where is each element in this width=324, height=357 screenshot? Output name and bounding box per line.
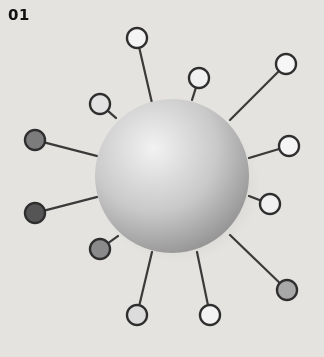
central-sphere xyxy=(95,99,249,253)
panel-label: 01 xyxy=(8,6,30,24)
pin-bottom-left-head xyxy=(127,305,147,325)
pin-top-head xyxy=(127,28,147,48)
pin-left-upper-head xyxy=(25,130,45,150)
pin-bottom-right-head xyxy=(277,280,297,300)
pin-left-lower-small-head xyxy=(90,239,110,259)
pin-upper-right-head xyxy=(276,54,296,74)
pin-upper-mid-head xyxy=(189,68,209,88)
pin-right-head xyxy=(279,136,299,156)
pin-left-lower-head xyxy=(25,203,45,223)
pin-upper-left-small-head xyxy=(90,94,110,114)
pin-bottom-mid-head xyxy=(200,305,220,325)
pin-right-lower-head xyxy=(260,194,280,214)
